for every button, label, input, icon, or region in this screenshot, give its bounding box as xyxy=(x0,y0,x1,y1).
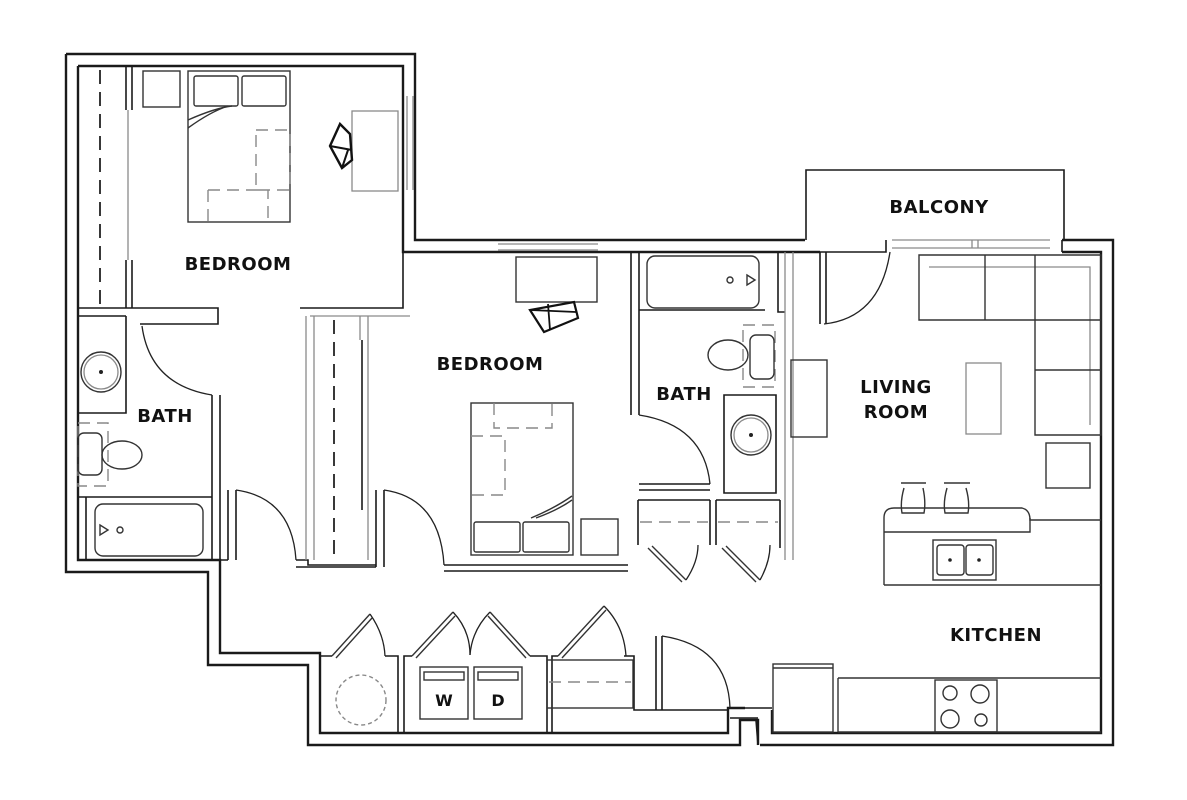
laundry-row: W D xyxy=(319,605,728,733)
dryer-label: D xyxy=(491,691,504,710)
room-label-bath-2: BATH xyxy=(656,384,712,405)
hall-doors xyxy=(227,316,628,572)
room-label-living-line1: LIVING xyxy=(860,377,932,398)
desk-chair-icon xyxy=(328,121,354,170)
exterior-walls xyxy=(64,52,1115,747)
room-label-kitchen: KITCHEN xyxy=(950,625,1042,646)
sectional-sofa xyxy=(918,254,1102,436)
bath-2: BATH xyxy=(630,251,794,560)
entry-door xyxy=(655,635,772,719)
room-label-bath-1: BATH xyxy=(137,406,193,427)
kitchen: KITCHEN xyxy=(772,507,1101,733)
bath-1: BATH xyxy=(77,316,221,560)
room-label-living-line2: ROOM xyxy=(864,402,928,423)
bedroom-1: BEDROOM xyxy=(78,66,414,325)
washer: W xyxy=(419,666,469,720)
room-label-balcony: BALCONY xyxy=(889,197,989,218)
desk-chair-icon-2 xyxy=(528,300,580,334)
room-label-bedroom-2: BEDROOM xyxy=(437,354,544,375)
dryer: D xyxy=(473,666,523,720)
washer-label: W xyxy=(435,691,453,710)
linen-closets xyxy=(637,499,781,583)
room-label-bedroom-1: BEDROOM xyxy=(185,254,292,275)
living-room: LIVING ROOM xyxy=(790,240,1102,514)
bedroom-2: BEDROOM xyxy=(437,243,619,556)
